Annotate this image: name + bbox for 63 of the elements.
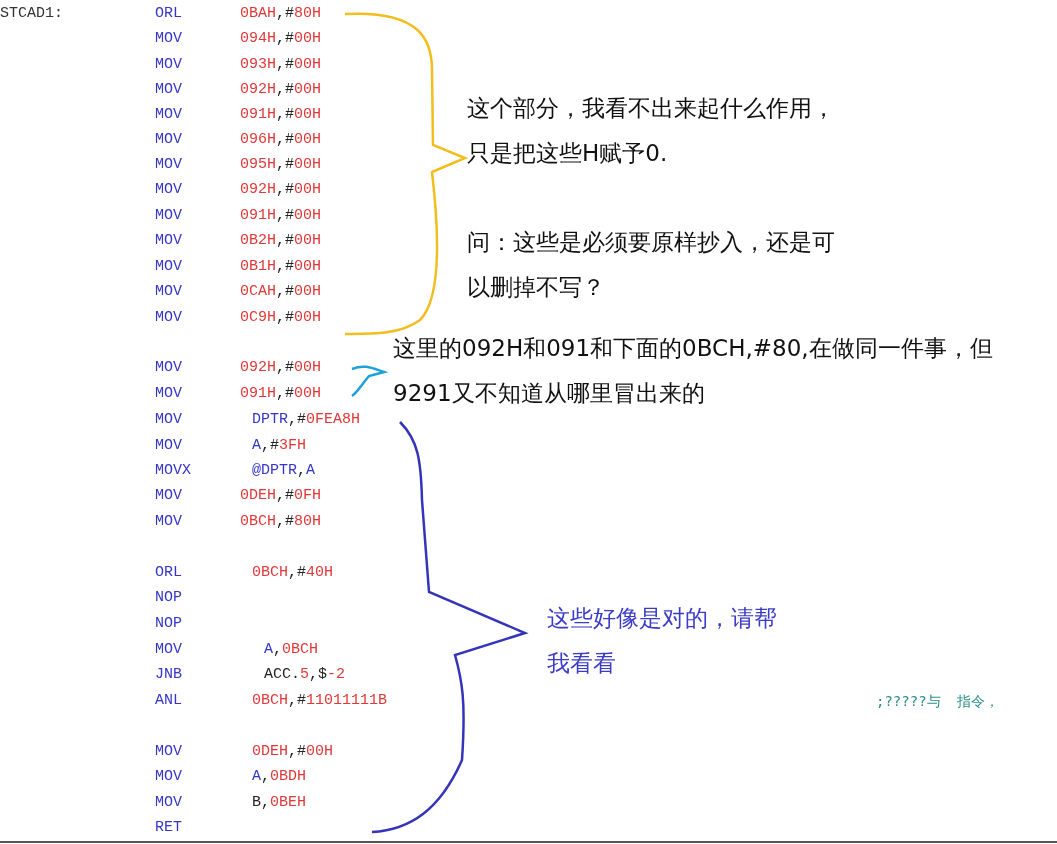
question-note: 问：这些是必须要原样抄入，还是可以删掉不写？ [467, 228, 836, 302]
instruction-mnemonic: MOV [155, 232, 182, 250]
instruction-mnemonic: MOV [155, 283, 182, 301]
instruction-operand: 0BCH,#11011111B [252, 692, 388, 710]
instruction-operand: 0BCH,#40H [252, 564, 334, 582]
instruction-operand: 0B2H,#00H [240, 232, 322, 250]
question-note: 这里的092H和091和下面的0BCH,#80,在做同一件事，但9291又不知道从哪里冒出来的 [393, 334, 994, 408]
instruction-mnemonic: MOV [155, 156, 182, 174]
instruction-mnemonic: MOV [155, 359, 182, 377]
instruction-mnemonic: MOV [155, 181, 182, 199]
instruction-mnemonic: MOV [155, 30, 182, 48]
instruction-operand: 091H,#00H [240, 106, 322, 124]
instruction-mnemonic: ORL [155, 5, 182, 23]
instruction-operand: 0DEH,#00H [252, 743, 334, 761]
instruction-mnemonic: MOV [155, 106, 182, 124]
instruction-mnemonic: ANL [155, 692, 182, 710]
instruction-operand: 0CAH,#00H [240, 283, 322, 301]
instruction-operand: A,#3FH [252, 437, 307, 455]
question-note: 这个部分，我看不出来起什么作用，只是把这些H赋予0. [467, 94, 836, 168]
instruction-mnemonic: MOV [155, 385, 182, 403]
instruction-mnemonic: RET [155, 819, 182, 837]
instruction-mnemonic: MOV [155, 641, 182, 659]
instruction-mnemonic: MOV [155, 513, 182, 531]
instruction-operand: 092H,#00H [240, 81, 322, 99]
instruction-operand: 093H,#00H [240, 56, 322, 74]
instruction-mnemonic: JNB [155, 666, 182, 684]
instruction-mnemonic: MOV [155, 743, 182, 761]
instruction-operand: DPTR,#0FEA8H [252, 411, 361, 429]
instruction-mnemonic: MOV [155, 207, 182, 225]
code-comment: ;?????与 指令， [876, 692, 1000, 710]
instruction-operand: 095H,#00H [240, 156, 322, 174]
instruction-mnemonic: MOV [155, 794, 182, 812]
instruction-operand: 0BAH,#80H [240, 5, 322, 23]
instruction-operand: 092H,#00H [240, 359, 322, 377]
instruction-operand: @DPTR,A [252, 462, 316, 480]
instruction-mnemonic: ORL [155, 564, 182, 582]
instruction-mnemonic: MOV [155, 131, 182, 149]
instruction-operand: 092H,#00H [240, 181, 322, 199]
instruction-mnemonic: MOV [155, 768, 182, 786]
instruction-operand: 091H,#00H [240, 385, 322, 403]
instruction-mnemonic: MOV [155, 411, 182, 429]
instruction-mnemonic: NOP [155, 615, 182, 633]
instruction-operand: 096H,#00H [240, 131, 322, 149]
instruction-mnemonic: MOV [155, 309, 182, 327]
instruction-operand: 0BCH,#80H [240, 513, 322, 531]
instruction-operand: ACC.5,$-2 [264, 666, 346, 684]
instruction-mnemonic: NOP [155, 589, 182, 607]
instruction-operand: 094H,#00H [240, 30, 322, 48]
instruction-operand: A,0BCH [264, 641, 319, 659]
instruction-mnemonic: MOV [155, 258, 182, 276]
instruction-operand: A,0BDH [252, 768, 307, 786]
instruction-mnemonic: MOV [155, 437, 182, 455]
code-label: STCAD1: [0, 5, 63, 23]
annotation-note: 这些好像是对的，请帮我看看 [547, 604, 778, 678]
instruction-mnemonic: MOV [155, 487, 182, 505]
instruction-mnemonic: MOV [155, 56, 182, 74]
instruction-operand: 0C9H,#00H [240, 309, 322, 327]
instruction-operand: B,0BEH [252, 794, 307, 812]
instruction-operand: 0DEH,#0FH [240, 487, 322, 505]
instruction-operand: 091H,#00H [240, 207, 322, 225]
instruction-mnemonic: MOV [155, 81, 182, 99]
instruction-mnemonic: MOVX [155, 462, 191, 480]
instruction-operand: 0B1H,#00H [240, 258, 322, 276]
